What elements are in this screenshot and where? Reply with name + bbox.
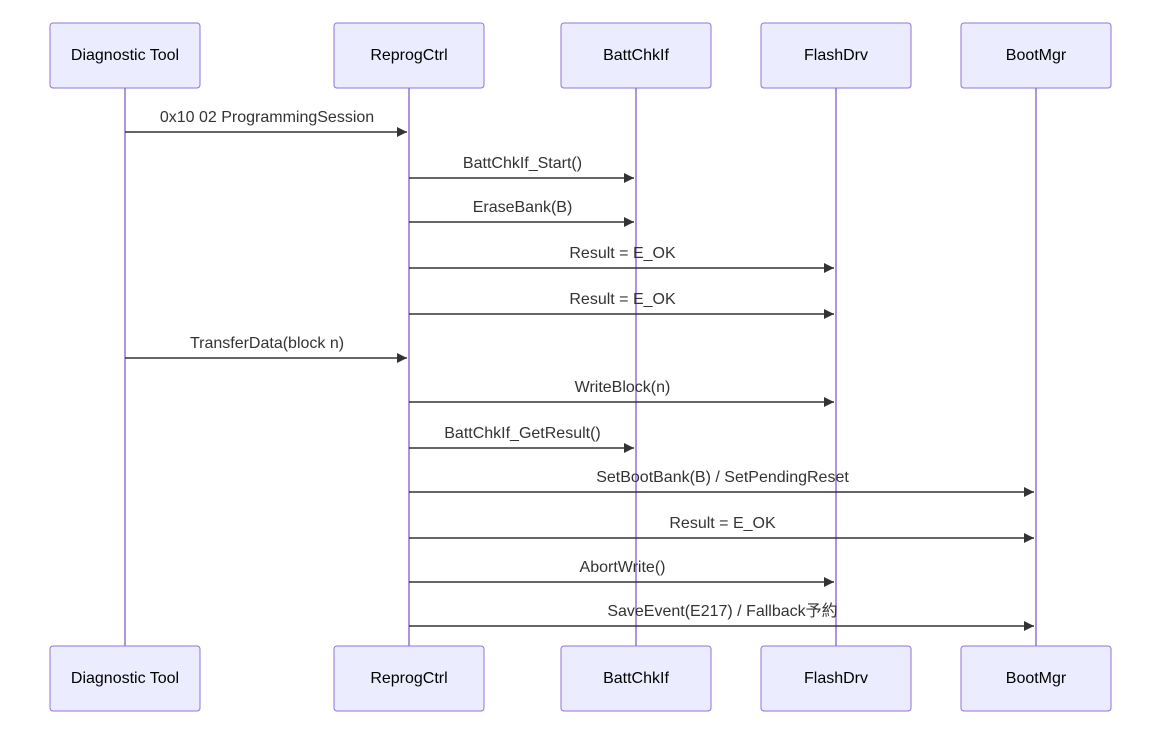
messages: 0x10 02 ProgrammingSessionBattChkIf_Star… xyxy=(125,109,1034,631)
participant-box xyxy=(333,645,485,712)
message-label: WriteBlock(n) xyxy=(575,379,671,396)
message-4: Result = E_OK xyxy=(409,245,834,273)
message-11: AbortWrite() xyxy=(409,559,834,587)
participant-box xyxy=(333,22,485,89)
participant-label: ReprogCtrl xyxy=(370,47,447,64)
participant-box xyxy=(560,22,712,89)
message-7: WriteBlock(n) xyxy=(409,379,834,407)
participant-label: FlashDrv xyxy=(804,47,868,64)
participant-flash-top: FlashDrv xyxy=(760,22,912,89)
participant-batt-top: BattChkIf xyxy=(560,22,712,89)
message-label: SaveEvent(E217) / Fallback予約 xyxy=(607,602,837,620)
message-8: BattChkIf_GetResult() xyxy=(409,425,634,453)
participant-box xyxy=(960,22,1112,89)
participant-tool-bottom: Diagnostic Tool xyxy=(49,645,201,712)
participant-label: FlashDrv xyxy=(804,670,868,687)
message-3: EraseBank(B) xyxy=(409,199,634,227)
message-label: BattChkIf_GetResult() xyxy=(444,425,601,442)
participant-label: Diagnostic Tool xyxy=(71,47,179,64)
participant-boot-bottom: BootMgr xyxy=(960,645,1112,712)
participant-flash-bottom: FlashDrv xyxy=(760,645,912,712)
message-label: Result = E_OK xyxy=(669,515,776,532)
message-label: Result = E_OK xyxy=(569,245,676,262)
participant-label: BootMgr xyxy=(1006,47,1067,64)
participant-label: BattChkIf xyxy=(603,670,669,687)
message-label: EraseBank(B) xyxy=(473,199,573,216)
message-label: Result = E_OK xyxy=(569,291,676,308)
message-1: 0x10 02 ProgrammingSession xyxy=(125,109,407,137)
participant-box xyxy=(760,22,912,89)
message-label: TransferData(block n) xyxy=(190,335,344,352)
participant-box xyxy=(49,645,201,712)
message-9: SetBootBank(B) / SetPendingReset xyxy=(409,469,1034,497)
participant-label: BattChkIf xyxy=(603,47,669,64)
participant-box xyxy=(49,22,201,89)
participant-reprog-top: ReprogCtrl xyxy=(333,22,485,89)
message-10: Result = E_OK xyxy=(409,515,1034,543)
message-label: AbortWrite() xyxy=(580,559,666,576)
participant-tool-top: Diagnostic Tool xyxy=(49,22,201,89)
message-label: 0x10 02 ProgrammingSession xyxy=(160,109,374,126)
message-6: TransferData(block n) xyxy=(125,335,407,363)
message-2: BattChkIf_Start() xyxy=(409,155,634,183)
participant-boot-top: BootMgr xyxy=(960,22,1112,89)
participant-label: BootMgr xyxy=(1006,670,1067,687)
lifelines xyxy=(124,88,1037,646)
participant-reprog-bottom: ReprogCtrl xyxy=(333,645,485,712)
message-label: SetBootBank(B) / SetPendingReset xyxy=(596,469,849,486)
message-12: SaveEvent(E217) / Fallback予約 xyxy=(409,602,1034,631)
message-label: BattChkIf_Start() xyxy=(463,155,582,172)
participant-label: ReprogCtrl xyxy=(370,670,447,687)
participant-box xyxy=(760,645,912,712)
participant-batt-bottom: BattChkIf xyxy=(560,645,712,712)
participant-box xyxy=(960,645,1112,712)
message-5: Result = E_OK xyxy=(409,291,834,319)
participant-box xyxy=(560,645,712,712)
participant-label: Diagnostic Tool xyxy=(71,670,179,687)
